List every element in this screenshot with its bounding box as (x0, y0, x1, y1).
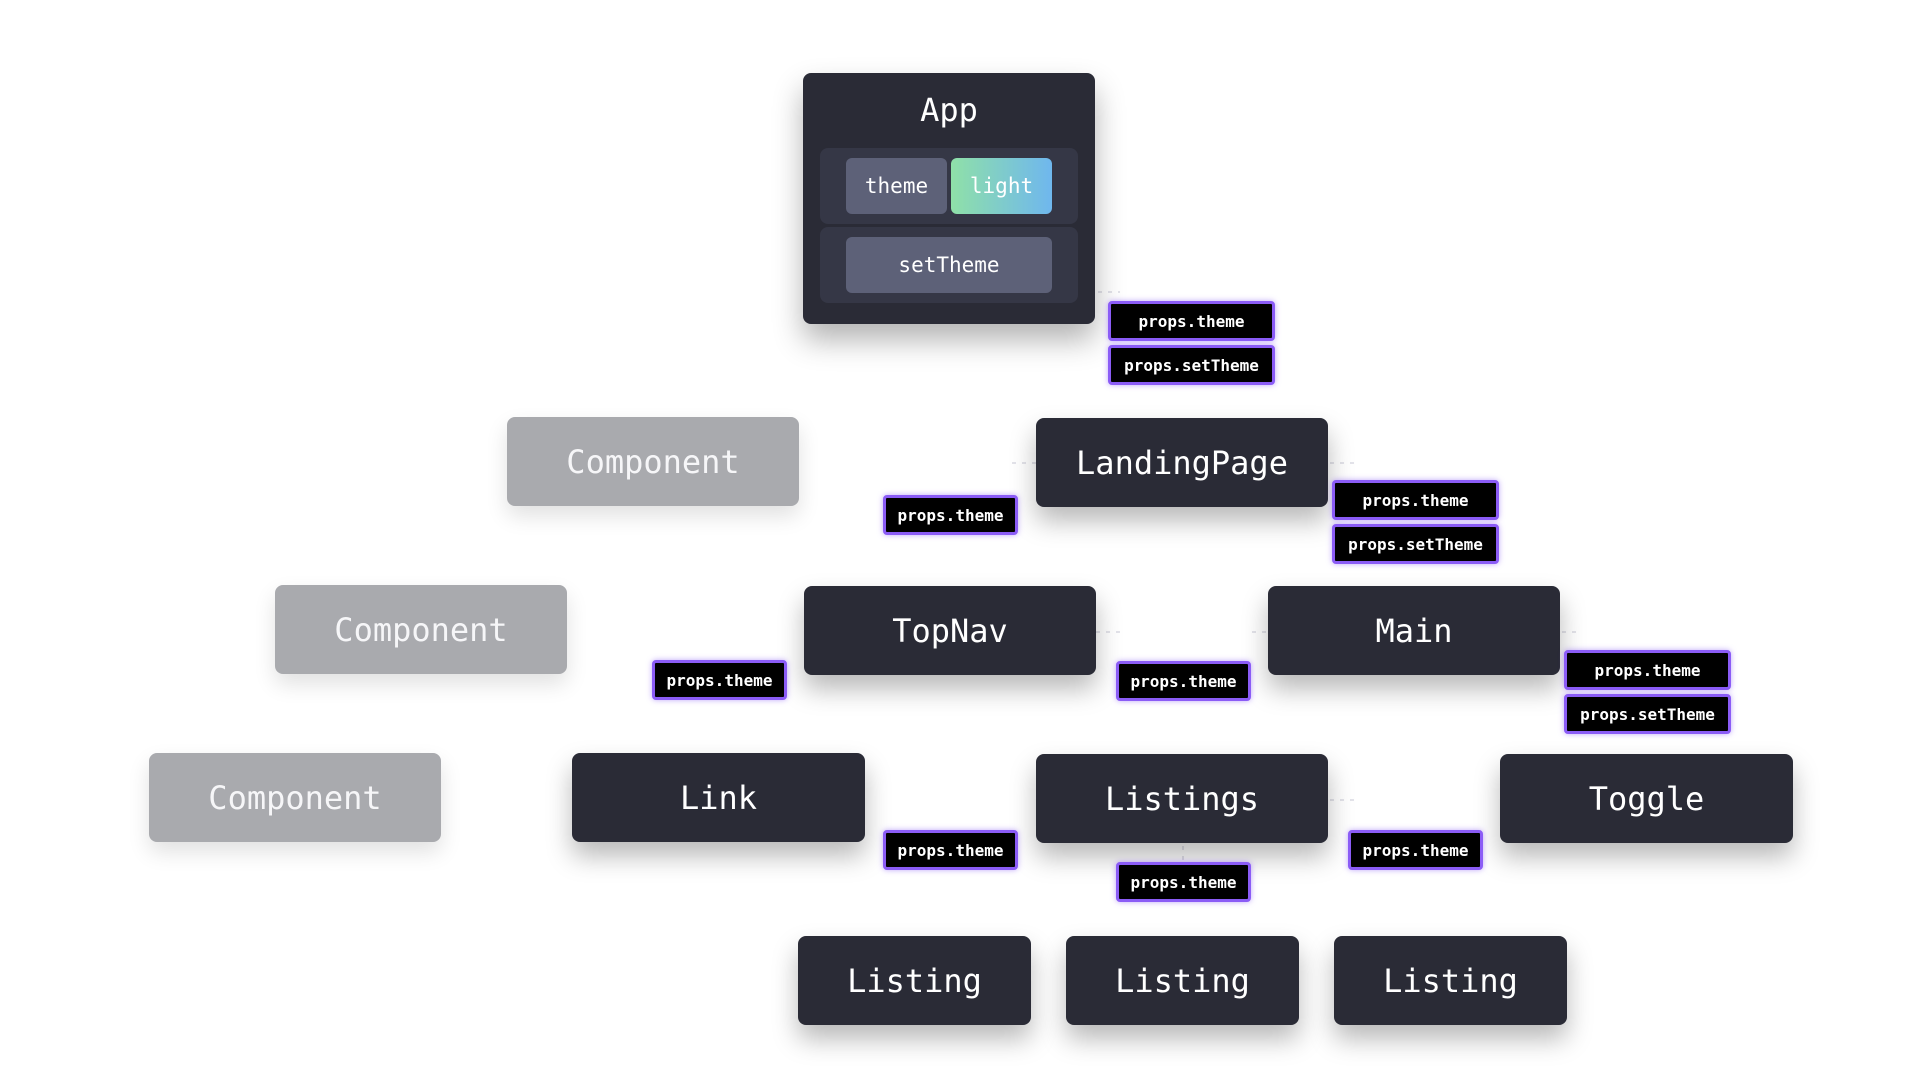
placeholder-component-node: Component (149, 753, 441, 842)
toggle-component-node: Toggle (1500, 754, 1793, 843)
state-row-theme: theme light (820, 148, 1078, 224)
prop-tag-theme: props.theme (1332, 480, 1499, 520)
prop-tag-theme: props.theme (652, 660, 787, 700)
prop-tag-theme: props.theme (1116, 661, 1251, 701)
state-key-theme: theme (846, 158, 947, 214)
main-component-node: Main (1268, 586, 1560, 675)
state-value-theme: light (951, 158, 1052, 214)
prop-tag-theme: props.theme (883, 830, 1018, 870)
prop-tag-settheme: props.setTheme (1332, 524, 1499, 564)
placeholder-component-node: Component (275, 585, 567, 674)
link-component-node: Link (572, 753, 865, 842)
topnav-component-node: TopNav (804, 586, 1096, 675)
prop-tag-theme: props.theme (1564, 650, 1731, 690)
prop-tag-theme: props.theme (1348, 830, 1483, 870)
app-component-node: App theme light setTheme (803, 73, 1095, 324)
prop-tag-settheme: props.setTheme (1108, 345, 1275, 385)
landingpage-component-node: LandingPage (1036, 418, 1328, 507)
prop-tag-settheme: props.setTheme (1564, 694, 1731, 734)
app-title: App (920, 91, 978, 129)
listing-component-node: Listing (1334, 936, 1567, 1025)
listings-component-node: Listings (1036, 754, 1328, 843)
state-row-settheme: setTheme (820, 227, 1078, 303)
prop-tag-theme: props.theme (1116, 862, 1251, 902)
prop-tag-theme: props.theme (1108, 301, 1275, 341)
placeholder-component-node: Component (507, 417, 799, 506)
state-key-settheme: setTheme (846, 237, 1052, 293)
prop-tag-theme: props.theme (883, 495, 1018, 535)
listing-component-node: Listing (1066, 936, 1299, 1025)
listing-component-node: Listing (798, 936, 1031, 1025)
